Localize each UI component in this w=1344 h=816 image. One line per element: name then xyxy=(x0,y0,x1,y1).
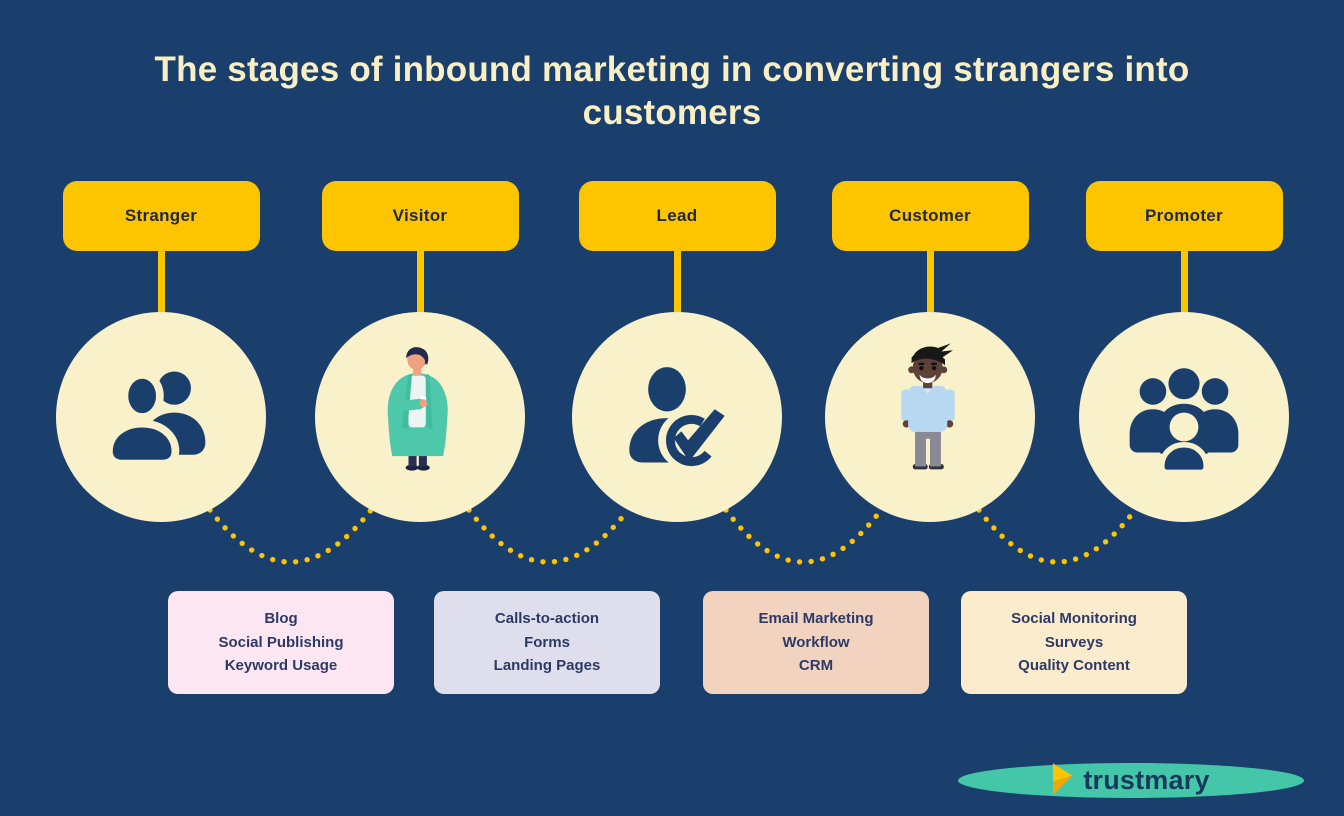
page-title: The stages of inbound marketing in conve… xyxy=(0,48,1344,134)
stage-circle-lead xyxy=(572,312,782,522)
arc-visitor-lead xyxy=(466,507,631,565)
tool-item: Social Monitoring xyxy=(1011,610,1137,628)
page-title-line2: customers xyxy=(582,93,762,132)
stage-connector xyxy=(416,249,424,316)
trustmary-logo: trustmary xyxy=(958,763,1304,798)
arc-stranger-visitor xyxy=(207,507,374,565)
tool-box-delight: Social Monitoring Surveys Quality Conten… xyxy=(961,591,1187,694)
tool-item: Surveys xyxy=(1044,633,1104,651)
stage-circle-promoter xyxy=(1079,312,1289,522)
stage-label-stranger: Stranger xyxy=(62,181,260,251)
stage-label-customer: Customer xyxy=(831,181,1029,251)
tool-item: Social Publishing xyxy=(218,633,344,651)
stage-label-visitor: Visitor xyxy=(321,181,519,251)
tool-item: Workflow xyxy=(782,633,850,651)
stage-label-lead: Lead xyxy=(578,181,776,251)
stage-circle-customer xyxy=(825,312,1035,522)
tool-item: Landing Pages xyxy=(493,657,601,675)
arc-lead-customer xyxy=(723,507,884,565)
user-group-icon xyxy=(1129,368,1239,476)
trustmary-chevron-icon xyxy=(1053,763,1073,796)
tool-box-close: Email Marketing Workflow CRM xyxy=(703,591,929,694)
page-title-line1: The stages of inbound marketing in conve… xyxy=(154,50,1190,89)
stage-circle-stranger xyxy=(56,312,266,522)
visitor-person-illustration xyxy=(387,347,448,471)
stage-connector xyxy=(926,249,934,316)
two-users-icon xyxy=(104,370,206,468)
stage-circle-visitor xyxy=(315,312,525,522)
user-checkmark-icon xyxy=(629,367,725,470)
trustmary-logo-text: trustmary xyxy=(1083,765,1210,795)
stage-connector xyxy=(1180,249,1188,316)
tool-box-attract: Blog Social Publishing Keyword Usage xyxy=(168,591,394,694)
tool-item: Quality Content xyxy=(1018,657,1130,675)
tool-item: CRM xyxy=(798,657,834,675)
stage-connector xyxy=(157,249,165,316)
stage-label-promoter: Promoter xyxy=(1085,181,1283,251)
arc-customer-promoter xyxy=(976,507,1138,565)
customer-person-illustration xyxy=(901,343,955,470)
tool-item: Forms xyxy=(524,633,570,651)
tool-box-convert: Calls-to-action Forms Landing Pages xyxy=(434,591,660,694)
tool-item: Blog xyxy=(264,610,298,628)
stage-connector xyxy=(673,249,681,316)
tool-item: Email Marketing xyxy=(758,610,874,628)
tool-item: Keyword Usage xyxy=(224,657,338,675)
tool-item: Calls-to-action xyxy=(494,610,600,628)
